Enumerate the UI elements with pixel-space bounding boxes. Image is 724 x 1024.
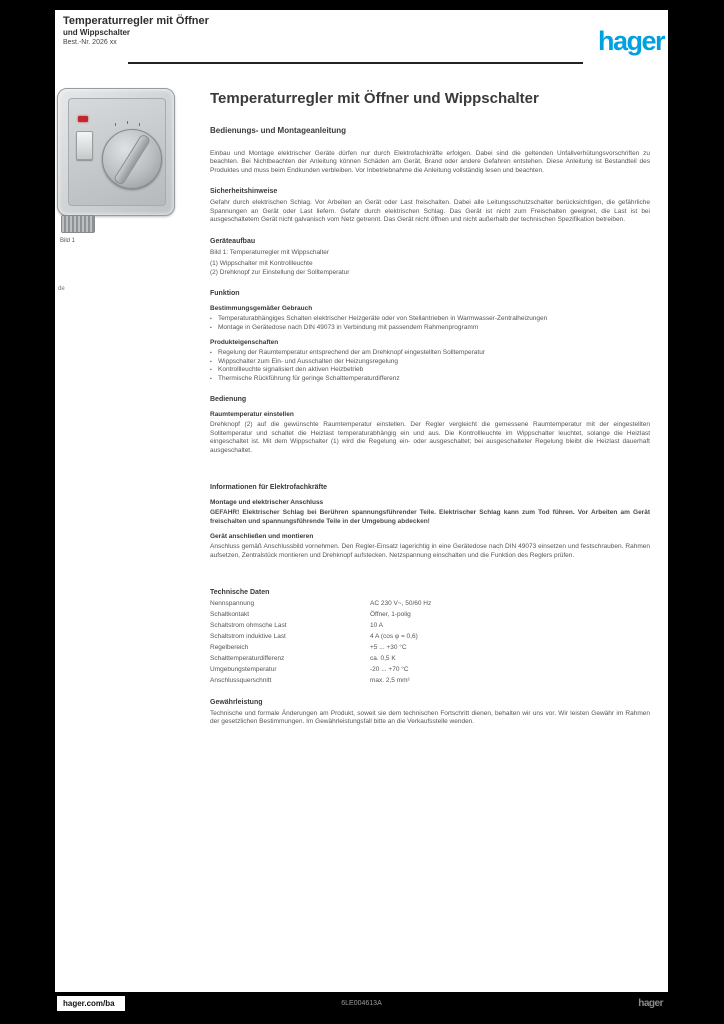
tech-data-row: Regelbereich +5 ... +30 °C bbox=[210, 644, 650, 653]
tech-data-row: Umgebungstemperatur -20 ... +70 °C bbox=[210, 666, 650, 675]
rotary-knob bbox=[102, 129, 162, 189]
mounting-claws bbox=[61, 215, 95, 233]
tech-value: +5 ... +30 °C bbox=[370, 644, 407, 651]
tech-label: Nennspannung bbox=[210, 600, 255, 607]
device-frame bbox=[57, 88, 175, 216]
section-heading-device: Geräteaufbau bbox=[210, 237, 256, 245]
tech-label: Schaltkontakt bbox=[210, 611, 250, 618]
tech-data-row: Nennspannung AC 230 V~, 50/60 Hz bbox=[210, 600, 650, 609]
list-item: Montage in Gerätedose nach DIN 49073 in … bbox=[210, 324, 650, 333]
scale-tick bbox=[115, 123, 116, 126]
device-item: (1) Wippschalter mit Kontrollleuchte bbox=[210, 260, 313, 267]
list-item: Kontrollleuchte signalisiert den aktiven… bbox=[210, 366, 650, 375]
figure-caption: Bild 1 bbox=[60, 238, 76, 244]
tech-label: Schaltstrom induktive Last bbox=[210, 633, 286, 640]
language-mark: de bbox=[58, 286, 65, 292]
tech-label: Regelbereich bbox=[210, 644, 249, 651]
tech-label: Anschlussquerschnitt bbox=[210, 677, 272, 684]
operation-paragraph: Drehknopf (2) auf die gewünschte Raumtem… bbox=[210, 421, 650, 454]
header-divider bbox=[128, 62, 583, 64]
intended-use-list: Temperaturabhängiges Schalten elektrisch… bbox=[210, 315, 650, 332]
section-heading-professionals: Informationen für Elektrofachkräfte bbox=[210, 484, 328, 491]
tech-data-row: Schaltkontakt Öffner, 1-polig bbox=[210, 611, 650, 620]
footer-bar: hager.com/ba 6LE004613A hager bbox=[55, 992, 668, 1014]
order-number: Best.-Nr. 2026 xx bbox=[63, 39, 117, 46]
intro-paragraph: Einbau und Montage elektrischer Geräte d… bbox=[210, 149, 650, 174]
tech-data-row: Schaltstrom ohmsche Last 10 A bbox=[210, 622, 650, 631]
list-item: Temperaturabhängiges Schalten elektrisch… bbox=[210, 315, 650, 324]
danger-note: GEFAHR! Elektrischer Schlag bei Berühren… bbox=[210, 509, 650, 525]
led-indicator bbox=[78, 116, 88, 122]
subheading-intended-use: Bestimmungsgemäßer Gebrauch bbox=[210, 305, 313, 312]
product-name-line2: und Wippschalter bbox=[63, 28, 131, 37]
knob-grip bbox=[112, 133, 152, 187]
document-subtitle: Bedienungs- und Montageanleitung bbox=[210, 126, 346, 135]
tech-data-row: Schaltstrom induktive Last 4 A (cos φ = … bbox=[210, 633, 650, 642]
tech-value: AC 230 V~, 50/60 Hz bbox=[370, 600, 432, 607]
tech-data-row: Anschlussquerschnitt max. 2,5 mm² bbox=[210, 677, 650, 686]
product-photo: Bild 1 bbox=[57, 88, 179, 248]
tech-value: 10 A bbox=[370, 622, 384, 629]
section-heading-technical-data: Technische Daten bbox=[210, 589, 270, 596]
section-heading-warranty: Gewährleistung bbox=[210, 698, 263, 706]
main-content: Temperaturregler mit Öffner und Wippscha… bbox=[210, 90, 650, 731]
operation-lead: Raumtemperatur einstellen bbox=[210, 411, 294, 418]
document-title: Temperaturregler mit Öffner und Wippscha… bbox=[210, 90, 539, 107]
document-page: Temperaturregler mit Öffner und Wippscha… bbox=[55, 10, 668, 1014]
warranty-paragraph: Technische und formale Änderungen am Pro… bbox=[210, 709, 650, 726]
mounting-paragraph: Anschluss gemäß Anschlussbild vornehmen.… bbox=[210, 543, 650, 559]
scale-tick bbox=[139, 123, 140, 126]
subheading-mounting: Montage und elektrischer Anschluss bbox=[210, 499, 324, 506]
tech-label: Umgebungstemperatur bbox=[210, 666, 277, 673]
list-item: Thermische Rückführung für geringe Schal… bbox=[210, 375, 650, 384]
list-item: Wippschalter zum Ein- und Ausschalten de… bbox=[210, 358, 650, 367]
tech-value: 4 A (cos φ = 0,6) bbox=[370, 633, 418, 640]
tech-value: max. 2,5 mm² bbox=[370, 677, 410, 684]
device-item: (2) Drehknopf zur Einstellung der Sollte… bbox=[210, 268, 350, 276]
mounting-lead: Gerät anschließen und montieren bbox=[210, 533, 314, 540]
section-heading-operation: Bedienung bbox=[210, 396, 247, 403]
footer-url[interactable]: hager.com/ba bbox=[57, 995, 125, 1011]
footer-brand: hager bbox=[638, 997, 663, 1009]
tech-value: ca. 0,5 K bbox=[370, 655, 396, 662]
tech-data-row: Schalttemperaturdifferenz ca. 0,5 K bbox=[210, 655, 650, 664]
section-heading-safety: Sicherheitshinweise bbox=[210, 188, 278, 195]
hager-logo: hager bbox=[597, 26, 666, 56]
product-properties-list: Regelung der Raumtemperatur entsprechend… bbox=[210, 349, 650, 383]
safety-paragraph: Gefahr durch elektrischen Schlag. Vor Ar… bbox=[210, 199, 650, 223]
page-header: Temperaturregler mit Öffner und Wippscha… bbox=[63, 15, 209, 47]
rocker-switch bbox=[76, 131, 93, 160]
figure-reference: Bild 1: Temperaturregler mit Wippschalte… bbox=[210, 248, 330, 256]
device-plate bbox=[68, 98, 166, 206]
product-name-line1: Temperaturregler mit Öffner bbox=[63, 15, 209, 27]
list-item: Regelung der Raumtemperatur entsprechend… bbox=[210, 349, 650, 358]
document-number: 6LE004613A bbox=[341, 999, 382, 1007]
tech-label: Schaltstrom ohmsche Last bbox=[210, 622, 287, 629]
tech-value: Öffner, 1-polig bbox=[370, 611, 411, 618]
tech-label: Schalttemperaturdifferenz bbox=[210, 655, 285, 662]
section-heading-function: Funktion bbox=[210, 290, 240, 297]
scale-tick bbox=[127, 121, 128, 124]
tech-value: -20 ... +70 °C bbox=[370, 666, 409, 673]
subheading-product-properties: Produkteigenschaften bbox=[210, 339, 279, 346]
